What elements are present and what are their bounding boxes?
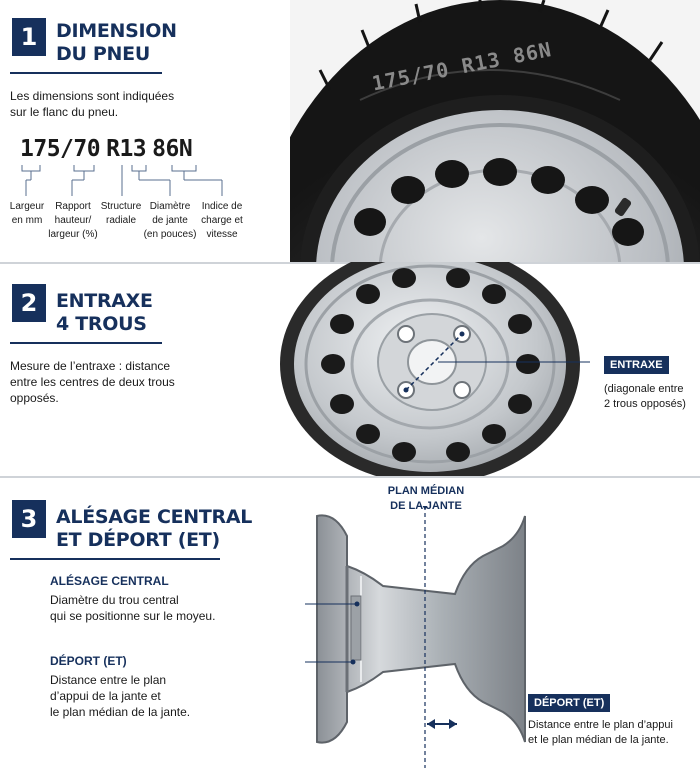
breakdown-line: Structure — [100, 201, 142, 212]
title-underline — [10, 558, 220, 560]
section-tire-dimension: 175/70 R13 86N 1 DIMENSION DU PNEU Les d… — [0, 0, 700, 262]
note-line: (diagonale entre — [604, 383, 684, 395]
breakdown-line: largeur (%) — [48, 229, 98, 240]
median-label-line: PLAN MÉDIAN — [387, 485, 465, 497]
bolt-pattern-tag: ENTRAXE — [604, 356, 669, 374]
description-line: Mesure de l’entraxe : distance — [10, 359, 171, 373]
section-title-line: 4 TROUS — [56, 313, 147, 335]
bolt-pattern-note: (diagonale entre 2 trous opposés) — [604, 382, 686, 412]
breakdown-line: hauteur/ — [54, 215, 92, 226]
breakdown-load-speed: Indice de charge et vitesse — [198, 200, 246, 242]
breakdown-line: vitesse — [206, 229, 238, 240]
breakdown-line: de jante — [152, 215, 188, 226]
note-line: 2 trous opposés) — [604, 398, 686, 410]
section-title-line: ET DÉPORT (ET) — [56, 529, 220, 551]
description-line: sur le flanc du pneu. — [10, 105, 119, 119]
size-code-load-speed: 86N — [152, 136, 193, 162]
breakdown-line: charge et — [201, 215, 243, 226]
section-divider — [0, 476, 700, 478]
section-title-line: DU PNEU — [56, 43, 150, 65]
median-label-line: DE LA JANTE — [390, 500, 462, 512]
breakdown-line: (en pouces) — [143, 229, 197, 240]
step-number-badge: 1 — [12, 18, 46, 56]
size-code-connector-lines — [21, 165, 223, 196]
description-line: opposés. — [10, 391, 59, 405]
bore-description: Diamètre du trou central qui se position… — [50, 592, 215, 624]
offset-label: DÉPORT (ET) — [50, 654, 127, 668]
breakdown-line: Largeur — [9, 201, 45, 212]
breakdown-structure: Structure radiale — [96, 200, 146, 228]
offset-tag: DÉPORT (ET) — [528, 694, 611, 712]
breakdown-rim-diameter: Diamètre de jante (en pouces) — [142, 200, 198, 242]
section-description: Les dimensions sont indiquées sur le fla… — [10, 88, 174, 120]
offset-line: Distance entre le plan — [50, 673, 167, 687]
size-code-structure-diameter: R13 — [106, 136, 147, 162]
offset-note-line: et le plan médian de la jante. — [528, 734, 669, 746]
section-title: DIMENSION DU PNEU — [56, 20, 177, 66]
section-title-line: ENTRAXE — [56, 290, 153, 312]
section-description: Mesure de l’entraxe : distance entre les… — [10, 358, 175, 406]
description-line: Les dimensions sont indiquées — [10, 89, 175, 103]
title-underline — [10, 72, 162, 74]
step-number-badge: 2 — [12, 284, 46, 322]
section-title-line: ALÉSAGE CENTRAL — [56, 506, 253, 528]
step-number-badge: 3 — [12, 500, 46, 538]
offset-line: d’appui de la jante et — [50, 689, 161, 703]
size-code-width-ratio: 175/70 — [20, 136, 101, 162]
title-underline — [10, 342, 162, 344]
offset-line: le plan médian de la jante. — [50, 705, 191, 719]
breakdown-line: Indice de — [201, 201, 243, 212]
bore-line: qui se positionne sur le moyeu. — [50, 609, 216, 623]
wheel-cross-section — [305, 506, 526, 768]
breakdown-line: radiale — [105, 215, 137, 226]
wheel-front-photo — [280, 262, 590, 476]
breakdown-line: Diamètre — [149, 201, 191, 212]
tire-photo — [290, 0, 700, 262]
median-plane-label: PLAN MÉDIAN DE LA JANTE — [378, 484, 474, 514]
breakdown-aspect-ratio: Rapport hauteur/ largeur (%) — [46, 200, 100, 242]
description-line: entre les centres de deux trous — [10, 375, 175, 389]
section-title-line: DIMENSION — [56, 20, 177, 42]
section-bolt-pattern: 2 ENTRAXE 4 TROUS Mesure de l’entraxe : … — [0, 262, 700, 476]
section-title: ENTRAXE 4 TROUS — [56, 290, 153, 336]
offset-description: Distance entre le plan d’appui de la jan… — [50, 672, 190, 720]
section-bore-offset: PLAN MÉDIAN DE LA JANTE 3 ALÉSAGE CENTRA… — [0, 476, 700, 768]
breakdown-width: Largeur en mm — [4, 200, 50, 228]
offset-note: Distance entre le plan d’appui et le pla… — [528, 718, 673, 748]
offset-note-line: Distance entre le plan d’appui — [528, 719, 673, 731]
bore-line: Diamètre du trou central — [50, 593, 179, 607]
breakdown-line: Rapport — [55, 201, 91, 212]
section-title: ALÉSAGE CENTRAL ET DÉPORT (ET) — [56, 506, 252, 552]
breakdown-line: en mm — [11, 215, 43, 226]
bore-label: ALÉSAGE CENTRAL — [50, 574, 169, 588]
